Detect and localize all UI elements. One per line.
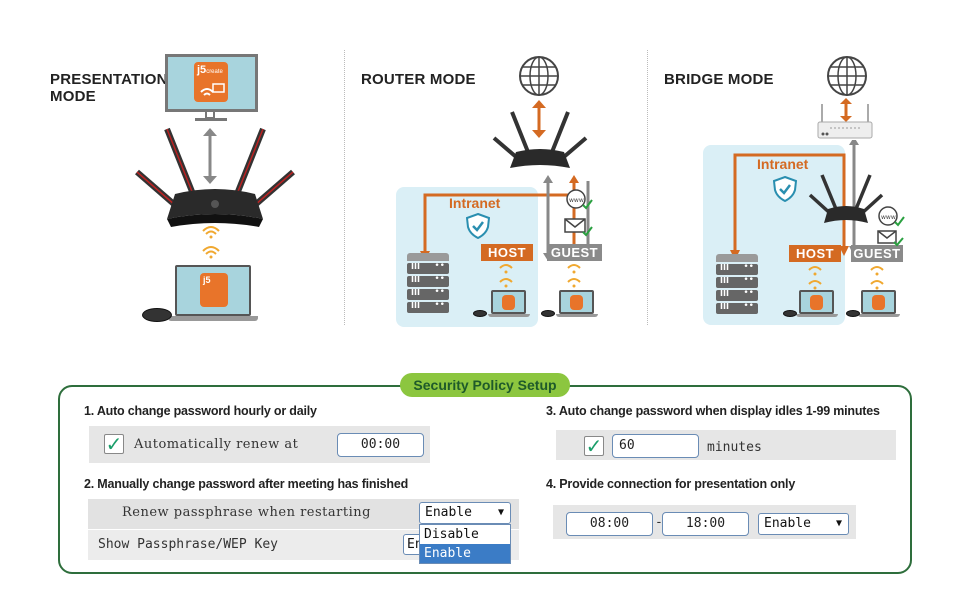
guest-tag: GUEST bbox=[547, 244, 602, 261]
bidirectional-arrow-icon bbox=[840, 98, 852, 122]
router-mode-panel: ROUTER MODE Intranet HOST GUEST www bbox=[340, 40, 650, 330]
auto-renew-label: Automatically renew at bbox=[134, 437, 299, 452]
router-mode-title: ROUTER MODE bbox=[361, 71, 476, 88]
presentation-mode-panel: PRESENTATION MODE j5create j5 bbox=[0, 40, 330, 330]
section3-title: 3. Auto change password when display idl… bbox=[546, 404, 880, 418]
wifi-signal-icon bbox=[567, 264, 581, 288]
presentation-only-select[interactable]: Enable ▼ bbox=[758, 513, 849, 535]
renew-time-input[interactable]: 00:00 bbox=[337, 433, 424, 457]
dropdown-caret-icon: ▼ bbox=[497, 507, 504, 518]
server-rack-icon bbox=[407, 253, 449, 313]
router-icon bbox=[135, 127, 295, 227]
host-tag: HOST bbox=[481, 244, 533, 261]
idle-minutes-input[interactable]: 60 bbox=[612, 434, 699, 458]
intranet-label: Intranet bbox=[449, 195, 501, 211]
router-icon bbox=[492, 111, 588, 168]
auto-renew-checkbox[interactable]: ✓ bbox=[104, 432, 124, 456]
security-policy-title: Security Policy Setup bbox=[400, 373, 570, 397]
button-puck-icon bbox=[783, 310, 797, 317]
j5create-logo-icon: j5create bbox=[194, 62, 228, 102]
section4-title: 4. Provide connection for presentation o… bbox=[546, 477, 796, 491]
show-passphrase-label: Show Passphrase/WEP Key bbox=[98, 537, 279, 552]
modem-icon bbox=[817, 104, 873, 139]
section1-title: 1. Auto change password hourly or daily bbox=[84, 404, 317, 418]
renew-passphrase-label: Renew passphrase when restarting bbox=[122, 505, 371, 520]
start-time-input[interactable]: 08:00 bbox=[566, 512, 653, 536]
dropdown-option-disable[interactable]: Disable bbox=[424, 527, 479, 542]
title-line-1: PRESENTATION bbox=[50, 71, 168, 88]
minutes-unit-label: minutes bbox=[707, 440, 762, 455]
wifi-signal-icon bbox=[202, 226, 220, 259]
intranet-label: Intranet bbox=[757, 156, 809, 172]
web-check-icon: www bbox=[566, 189, 593, 210]
web-check-icon: www bbox=[878, 206, 905, 227]
shield-check-icon bbox=[466, 213, 490, 239]
bridge-mode-panel: BRIDGE MODE Intranet HOST GUEST www bbox=[650, 40, 970, 330]
select-value: En bbox=[407, 537, 423, 552]
svg-text:www: www bbox=[569, 197, 584, 204]
globe-icon bbox=[519, 56, 559, 96]
dropdown-option-enable[interactable]: Enable bbox=[420, 544, 510, 563]
renew-passphrase-select[interactable]: Enable ▼ bbox=[419, 502, 511, 524]
button-puck-icon bbox=[541, 310, 555, 317]
button-puck-icon bbox=[473, 310, 487, 317]
bidirectional-arrow-icon bbox=[532, 100, 546, 138]
renew-passphrase-dropdown-list: Disable Enable bbox=[419, 524, 511, 564]
bridge-mode-title: BRIDGE MODE bbox=[664, 71, 774, 88]
panel-divider bbox=[344, 50, 345, 325]
bidirectional-arrow-icon bbox=[203, 128, 217, 184]
wifi-signal-icon bbox=[870, 266, 884, 290]
guest-tag: GUEST bbox=[851, 245, 903, 262]
select-value: Enable bbox=[425, 505, 472, 520]
select-value: Enable bbox=[764, 516, 811, 531]
presentation-mode-title: PRESENTATION MODE bbox=[50, 71, 168, 105]
svg-text:www: www bbox=[881, 214, 896, 221]
button-puck-icon bbox=[846, 310, 860, 317]
globe-icon bbox=[827, 56, 867, 96]
router-icon bbox=[808, 174, 884, 223]
section2-title: 2. Manually change password after meetin… bbox=[84, 477, 409, 491]
host-tag: HOST bbox=[789, 245, 841, 262]
mail-check-icon bbox=[877, 230, 904, 247]
server-rack-icon bbox=[716, 254, 758, 314]
title-line-2: MODE bbox=[50, 88, 96, 105]
time-range-separator: - bbox=[655, 515, 663, 530]
wifi-signal-icon bbox=[808, 266, 822, 290]
idle-renew-checkbox[interactable]: ✓ bbox=[584, 434, 604, 458]
button-puck-icon bbox=[142, 308, 172, 322]
wifi-signal-icon bbox=[499, 264, 513, 288]
panel-divider bbox=[647, 50, 648, 325]
shield-check-icon bbox=[773, 176, 797, 202]
end-time-input[interactable]: 18:00 bbox=[662, 512, 749, 536]
j5create-logo-icon: j5 bbox=[200, 273, 228, 307]
mail-check-icon bbox=[564, 218, 593, 237]
dropdown-caret-icon: ▼ bbox=[835, 518, 842, 529]
